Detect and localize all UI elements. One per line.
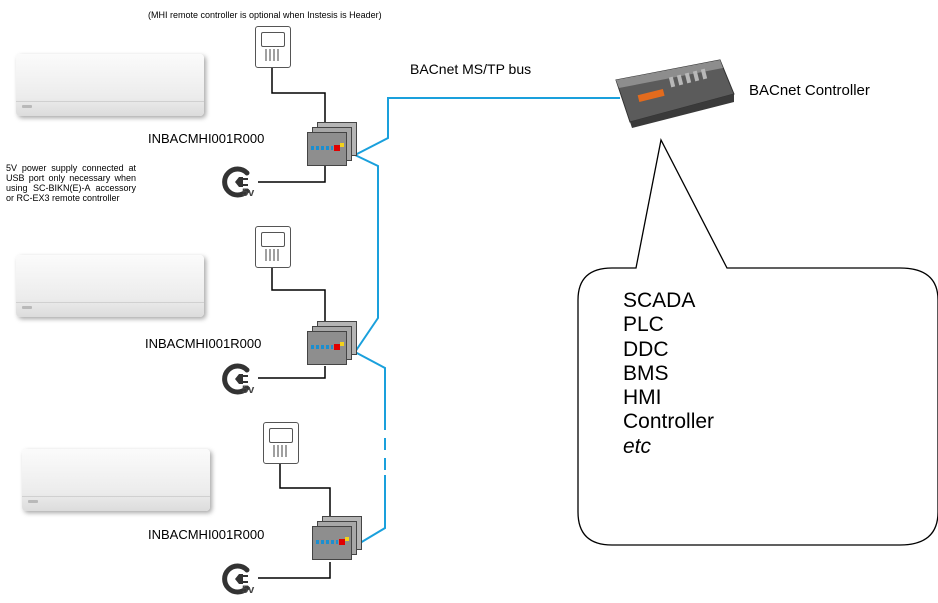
speech-bubble [577,138,938,546]
air-conditioner-icon [16,54,204,116]
wire-remote-1 [271,66,326,123]
power-plug-icon: 5v [220,360,258,398]
bacnet-bus-main [354,97,620,156]
wire-remote-2 [271,263,326,322]
gateway-icon [307,321,357,367]
power-plug-icon: 5v [220,560,258,598]
power-plug-icon: 5v [220,163,258,201]
power-symbol-label: 5v [242,384,255,396]
power-symbol-label: 5v [242,187,255,199]
gateway-icon [307,122,357,168]
bubble-item: PLC [623,313,664,337]
bacnet-bus-link-3 [354,475,386,547]
wire-power-1 [258,166,326,183]
gateway-label-1: INBACMHI001R000 [148,131,265,146]
bacnet-bus-link-1 [354,154,379,353]
power-symbol-label: 5v [242,584,255,596]
gateway-label-3: INBACMHI001R000 [148,527,265,542]
bacnet-bus-link-2 [354,351,386,418]
remote-controller-icon [263,422,299,464]
bubble-item: BMS [623,361,669,385]
remote-controller-icon [255,226,291,268]
controller-label: BACnet Controller [749,82,870,99]
air-conditioner-icon [22,449,210,511]
gateway-label-2: INBACMHI001R000 [145,336,262,351]
air-conditioner-icon [16,255,204,317]
bubble-item: etc [623,434,652,458]
wire-power-3 [258,562,331,579]
bubble-item: HMI [623,386,662,410]
gateway-icon [312,516,362,562]
bus-label: BACnet MS/TP bus [410,61,532,77]
wire-remote-3 [279,462,331,517]
bacnet-controller-icon [608,50,738,130]
bubble-item-list: SCADA PLC DDC BMS HMI Controller etc [623,289,714,459]
power-supply-note: 5V power supply connected at USB port on… [6,163,136,203]
bubble-item: Controller [623,410,715,434]
bubble-item: SCADA [623,289,696,312]
optional-remote-note: (MHI remote controller is optional when … [148,10,382,20]
remote-controller-icon [255,26,291,68]
wire-power-2 [258,366,326,379]
bubble-item: DDC [623,337,669,361]
